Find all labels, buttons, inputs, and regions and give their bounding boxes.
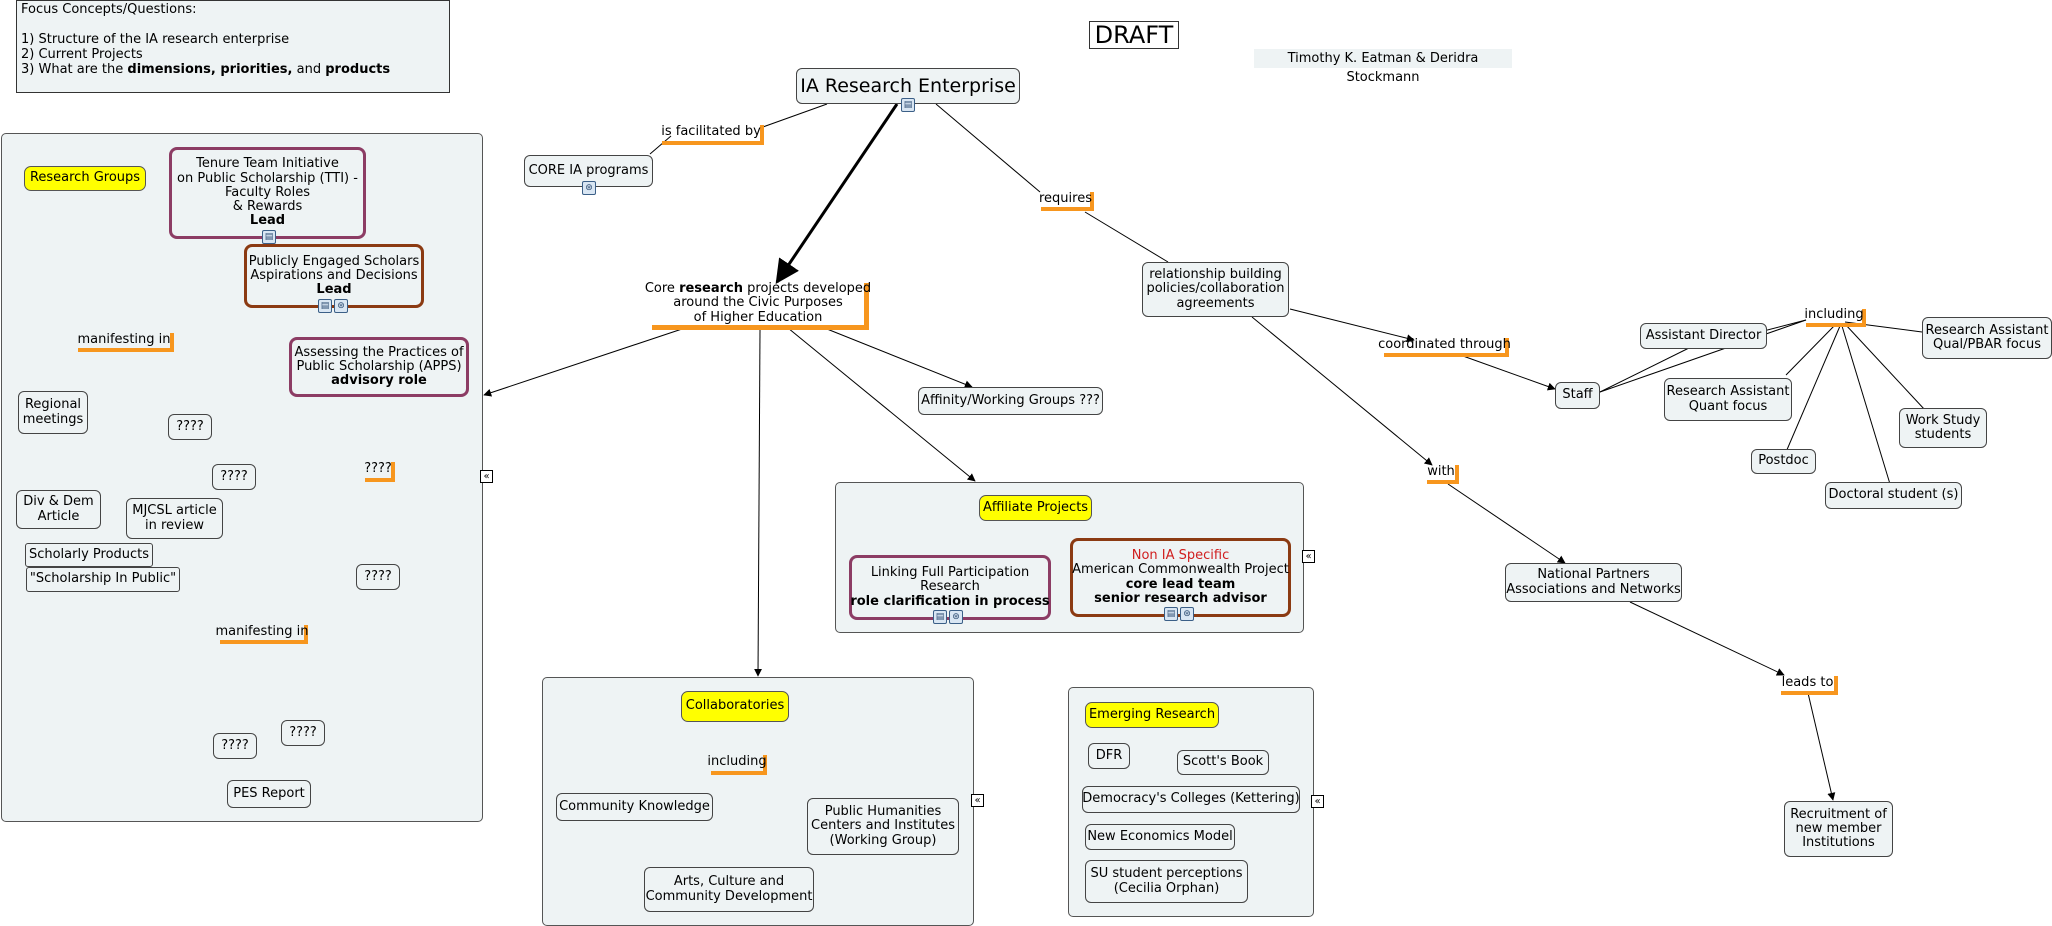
edge-core-affinity: [821, 326, 973, 389]
new-economics-model-node[interactable]: New Economics Model: [1085, 824, 1235, 850]
edge-root-core-research: [775, 103, 899, 284]
postdoc-node[interactable]: Postdoc: [1751, 449, 1816, 474]
mjcsl-article-node[interactable]: MJCSL article in review: [126, 498, 223, 539]
collapse-icon[interactable]: «: [1311, 795, 1324, 808]
affiliate-projects-title: Affiliate Projects: [979, 495, 1092, 521]
su-student-perceptions-node[interactable]: SU student perceptions (Cecilia Orphan): [1085, 860, 1248, 903]
unknown-node-d[interactable]: ????: [213, 733, 257, 759]
staff-node[interactable]: Staff: [1555, 382, 1600, 409]
edge-relationship-with: [1251, 316, 1433, 466]
edge-with-partners: [1447, 483, 1566, 564]
edge-root-requires: [935, 103, 1041, 193]
edge-incl-workstudy: [1844, 323, 1926, 411]
draft-label: DRAFT: [1089, 21, 1179, 49]
link-including-staff: including: [1804, 308, 1866, 327]
authors-label: Timothy K. Eatman & Deridra Stockmann: [1254, 49, 1512, 85]
doctoral-student-node[interactable]: Doctoral student (s): [1825, 482, 1962, 509]
document-icon[interactable]: ▤: [262, 230, 276, 244]
collapse-icon[interactable]: «: [480, 470, 493, 483]
apps-node[interactable]: Assessing the Practices of Public Schola…: [289, 337, 469, 397]
recruitment-node[interactable]: Recruitment of new member Institutions: [1784, 801, 1893, 857]
national-partners-node[interactable]: National Partners Associations and Netwo…: [1505, 563, 1682, 602]
edge-incl-raquant: [1785, 323, 1837, 376]
concept-map-link-icon[interactable]: ⊛: [334, 299, 348, 313]
focus-title: Focus Concepts/Questions:: [21, 2, 197, 17]
scholarship-in-public-node[interactable]: "Scholarship In Public": [26, 567, 180, 592]
edge-relationship-coordinated: [1289, 308, 1415, 343]
focus-question-1: 1) Structure of the IA research enterpri…: [21, 32, 290, 47]
collapse-icon[interactable]: «: [1302, 550, 1315, 563]
link-unknown: ????: [364, 462, 395, 482]
edge-staff-asst: [1599, 344, 1696, 393]
link-requires: requires: [1039, 191, 1094, 211]
link-including-collab: including: [707, 755, 767, 775]
tti-node[interactable]: Tenure Team Initiative on Public Scholar…: [169, 147, 366, 239]
unknown-node-a[interactable]: ????: [168, 414, 212, 440]
link-coordinated-through: coordinated through: [1378, 337, 1511, 357]
edge-core-researchgroups: [483, 326, 689, 397]
ra-qual-node[interactable]: Research Assistant Qual/PBAR focus: [1922, 317, 2052, 359]
arts-culture-node[interactable]: Arts, Culture and Community Development: [644, 867, 814, 912]
relationship-building-node[interactable]: relationship building policies/collabora…: [1142, 262, 1289, 317]
document-icon[interactable]: ▤: [318, 299, 332, 313]
core-research-node[interactable]: Core research projects developed around …: [645, 281, 871, 330]
edge-core-collaboratories: [754, 329, 763, 677]
edge-partners-leads: [1629, 601, 1785, 676]
edge-incl-postdoc: [1785, 325, 1841, 453]
affinity-working-groups-node[interactable]: Affinity/Working Groups ???: [918, 387, 1103, 415]
american-commonwealth-project-node[interactable]: Non IA Specific American Commonwealth Pr…: [1070, 538, 1291, 617]
document-icon[interactable]: ▤: [1164, 607, 1178, 621]
democracys-colleges-node[interactable]: Democracy's Colleges (Kettering): [1082, 786, 1300, 813]
publicly-engaged-scholars-node[interactable]: Publicly Engaged Scholars Aspirations an…: [244, 244, 424, 308]
dfr-node[interactable]: DFR: [1088, 743, 1130, 769]
link-leads-to: leads to: [1781, 675, 1838, 695]
edge-incl-doctoral: [1841, 325, 1891, 485]
div-dem-article-node[interactable]: Div & Dem Article: [16, 490, 101, 529]
edge-staff-including: [1599, 319, 1807, 393]
focus-question-3: 3) What are the dimensions, priorities, …: [21, 62, 391, 77]
edge-facilitated-core: [649, 135, 672, 155]
community-knowledge-node[interactable]: Community Knowledge: [556, 793, 713, 821]
unknown-node-c[interactable]: ????: [356, 564, 400, 590]
document-icon[interactable]: ▤: [933, 610, 947, 624]
collaboratories-title: Collaboratories: [681, 691, 789, 722]
scholarly-products-node[interactable]: Scholarly Products: [25, 543, 153, 567]
collapse-icon[interactable]: «: [971, 794, 984, 807]
unknown-node-b[interactable]: ????: [212, 464, 256, 490]
research-groups-title: Research Groups: [24, 166, 146, 191]
concept-map-link-icon[interactable]: ⊛: [949, 610, 963, 624]
pes-report-node[interactable]: PES Report: [227, 780, 311, 808]
regional-meetings-node[interactable]: Regional meetings: [18, 391, 88, 434]
edge-coordinated-staff: [1462, 355, 1556, 391]
public-humanities-node[interactable]: Public Humanities Centers and Institutes…: [807, 798, 959, 855]
emerging-research-title: Emerging Research: [1085, 702, 1219, 728]
edge-requires-relationship: [1084, 211, 1169, 263]
link-manifesting-in-1: manifesting in: [78, 332, 174, 352]
document-icon[interactable]: ▤: [901, 98, 915, 112]
concept-map-link-icon[interactable]: ⊛: [582, 181, 596, 195]
unknown-node-e[interactable]: ????: [281, 720, 325, 746]
edge-root-facilitated: [759, 103, 828, 129]
link-with: with: [1427, 464, 1459, 484]
scotts-book-node[interactable]: Scott's Book: [1177, 750, 1269, 775]
link-is-facilitated-by: is facilitated by: [661, 125, 764, 145]
concept-map-link-icon[interactable]: ⊛: [1180, 607, 1194, 621]
work-study-node[interactable]: Work Study students: [1899, 408, 1987, 448]
edge-leads-recruit: [1807, 692, 1836, 801]
linking-full-participation-node[interactable]: Linking Full Participation Research role…: [849, 555, 1051, 620]
edge-core-affiliate: [787, 327, 976, 482]
focus-question-2: 2) Current Projects: [21, 47, 143, 62]
focus-questions-box: Focus Concepts/Questions: 1) Structure o…: [16, 0, 450, 93]
ra-quant-node[interactable]: Research Assistant Quant focus: [1664, 378, 1792, 421]
link-manifesting-in-2: manifesting in: [216, 624, 309, 644]
assistant-director-node[interactable]: Assistant Director: [1640, 323, 1767, 349]
